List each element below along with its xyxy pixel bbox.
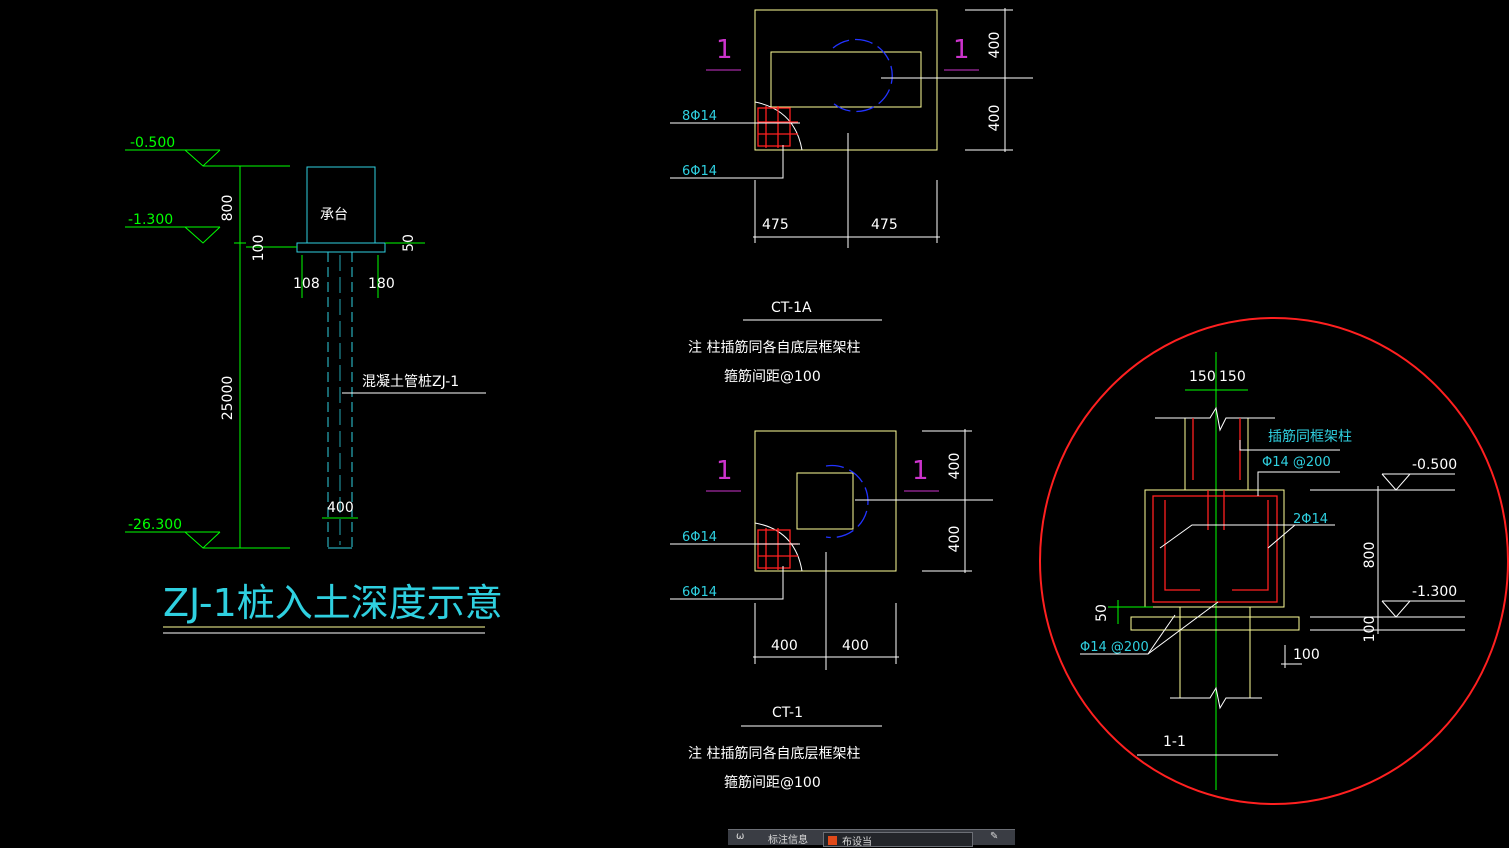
- elevation-label-top: -0.500: [130, 135, 175, 151]
- ct1a-note-1: 注 柱插筋同各自底层框架柱: [688, 339, 860, 356]
- section-title: 1-1: [1163, 734, 1186, 750]
- zj1-pile-diagram: -0.500 -1.300 -26.300 800 25000 承台 100 5…: [125, 135, 503, 634]
- ct1-dim-h1: 400: [771, 638, 798, 654]
- dim-50-right: 50: [401, 234, 417, 252]
- ct1-rebar-2: 6Φ14: [682, 585, 717, 600]
- elevation-label-mid: -1.300: [128, 212, 173, 228]
- ct1a-title: CT-1A: [771, 300, 812, 316]
- sec-stirrup-top: Φ14 @200: [1262, 455, 1331, 470]
- dim-25000: 25000: [220, 376, 236, 421]
- ct1-note-2: 箍筋间距@100: [724, 774, 821, 791]
- pen-icon[interactable]: ✎: [990, 831, 999, 842]
- dim-100-left: 100: [251, 235, 267, 262]
- dim-180: 180: [368, 276, 395, 292]
- dim-800: 800: [220, 195, 236, 222]
- status-label: 标注信息: [768, 835, 808, 846]
- cap-label: 承台: [320, 207, 348, 223]
- ct1a-dim-h2: 475: [871, 217, 898, 233]
- highlight-circle: [1039, 317, 1509, 805]
- pile-label: 混凝土管桩ZJ-1: [362, 373, 459, 390]
- ct1a-section-left: 1: [716, 35, 733, 65]
- sec-dim-150a: 150: [1189, 369, 1216, 385]
- sec-dim-800: 800: [1362, 542, 1378, 569]
- ct1-plan: 1 1 6Φ14 6Φ14 400 400 400 400 CT-1 注 柱插筋…: [670, 429, 993, 791]
- ct1a-section-right: 1: [953, 35, 970, 65]
- ct1-rebar-1: 6Φ14: [682, 530, 717, 545]
- sec-elev-top: -0.500: [1412, 457, 1457, 473]
- ct1a-rebar-1: 8Φ14: [682, 109, 717, 124]
- ct1a-dim-v1: 400: [987, 32, 1003, 59]
- ct1-title: CT-1: [772, 705, 803, 721]
- ct1-dim-v2: 400: [947, 526, 963, 553]
- sec-dowel-label: 插筋同框架柱: [1268, 428, 1352, 445]
- sec-elev-bot: -1.300: [1412, 584, 1457, 600]
- layer-select[interactable]: 布设当: [823, 832, 973, 848]
- dim-400: 400: [327, 500, 354, 516]
- ct1a-plan: 1 1 8Φ14 6Φ14 400 400 475 475 CT-1A 注 柱插…: [670, 8, 1033, 385]
- ct1-section-right: 1: [912, 456, 929, 486]
- layer-color-swatch: [828, 836, 837, 845]
- dim-108: 108: [293, 276, 320, 292]
- sec-dim-100b: 100: [1293, 647, 1320, 663]
- sec-dim-150b: 150: [1219, 369, 1246, 385]
- ct1a-dim-v2: 400: [987, 105, 1003, 132]
- ct1-dim-h2: 400: [842, 638, 869, 654]
- elevation-mark-mid: -1.300: [125, 212, 221, 244]
- zj1-title: ZJ-1桩入土深度示意: [163, 581, 503, 625]
- status-icon[interactable]: ω: [736, 831, 745, 842]
- ct1a-dim-h1: 475: [762, 217, 789, 233]
- layer-select-value: 布设当: [842, 837, 872, 848]
- ct1-dim-v1: 400: [947, 453, 963, 480]
- ct1-note-1: 注 柱插筋同各自底层框架柱: [688, 745, 860, 762]
- section-1-1-detail: 150 150 插筋同框架柱 Φ14 @200 2Φ14 -0.500: [1039, 317, 1509, 805]
- elevation-mark-top: -0.500: [125, 135, 290, 167]
- ct1-section-left: 1: [716, 456, 733, 486]
- elevation-label-bottom: -26.300: [128, 517, 182, 533]
- sec-bars: 2Φ14: [1293, 512, 1328, 527]
- elevation-mark-bottom: -26.300: [125, 517, 290, 549]
- ct1a-rebar-2: 6Φ14: [682, 164, 717, 179]
- sec-stirrup-bottom: Φ14 @200: [1080, 640, 1149, 655]
- sec-dim-50: 50: [1094, 604, 1110, 622]
- status-bar: ω 标注信息 布设当 ✎: [728, 829, 1015, 848]
- ct1a-note-2: 箍筋间距@100: [724, 368, 821, 385]
- sec-dim-100: 100: [1362, 616, 1378, 643]
